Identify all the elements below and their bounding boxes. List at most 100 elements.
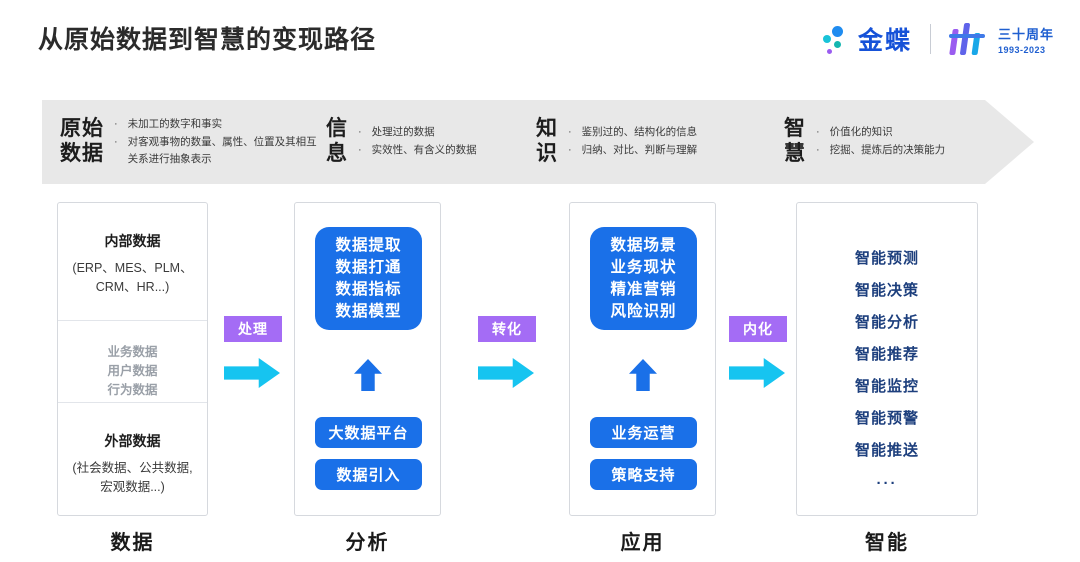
application-operations-pill[interactable]: 业务运营 — [590, 417, 697, 448]
banner-heading: 信 息 — [326, 117, 348, 167]
stage-card-analysis: 数据提取 数据打通 数据指标 数据模型 大数据平台 数据引入 — [294, 202, 441, 516]
stage-card-application: 数据场景 业务现状 精准营销 风险识别 业务运营 策略支持 — [569, 202, 716, 516]
banner-bullet-text: 鉴别过的、结构化的信息 — [581, 126, 698, 139]
banner-bullet: · 处理过的数据 — [358, 124, 477, 142]
stage-label-intelligence: 智能 — [865, 532, 909, 554]
analysis-capability-box[interactable]: 数据提取 数据打通 数据指标 数据模型 — [315, 227, 422, 330]
logo-divider — [929, 24, 931, 54]
up-arrow-icon — [354, 359, 382, 391]
anniversary-text: 三十周年 1993-2023 — [998, 24, 1054, 55]
stage-card-data: 内部数据 (ERP、MES、PLM、 CRM、HR...) 业务数据 用户数据 … — [57, 202, 208, 516]
analysis-ingestion-pill[interactable]: 数据引入 — [315, 459, 422, 490]
bullet-dot-icon: · — [358, 144, 362, 156]
banner-bullet: · 归纳、对比、判断与理解 — [568, 142, 697, 160]
banner-bullet: · 挖掘、提炼后的决策能力 — [816, 142, 945, 160]
banner-bullet-text: 对客观事物的数量、属性、位置及其相互关系进行抽象表示 — [127, 135, 317, 165]
internal-data-section: 内部数据 (ERP、MES、PLM、 CRM、HR...) — [58, 203, 207, 321]
banner-column-wisdom: 智 慧 · 价值化的知识 · 挖掘、提炼后的决策能力 — [778, 100, 1034, 184]
banner-column-raw-data: 原始 数据 · 未加工的数字和事实 · 对客观事物的数量、属性、位置及其相互关系… — [42, 100, 320, 184]
application-scenario-line: 业务现状 — [610, 258, 677, 276]
banner-bullet-text: 未加工的数字和事实 — [127, 118, 223, 131]
application-scenario-line: 精准营销 — [610, 280, 677, 298]
intelligence-item: 智能预测 — [854, 250, 919, 267]
banner-bullet-text: 挖掘、提炼后的决策能力 — [829, 144, 946, 156]
intelligence-item: 智能分析 — [854, 314, 919, 331]
banner-heading-line1: 知 — [536, 117, 558, 141]
right-arrow-icon — [478, 358, 534, 388]
banner-heading: 知 识 — [536, 117, 558, 167]
right-arrow-icon — [729, 358, 785, 388]
analysis-capability-line: 数据提取 — [335, 236, 402, 254]
data-type-item: 业务数据 — [107, 345, 158, 359]
external-data-title: 外部数据 — [104, 433, 161, 449]
stage-label-analysis: 分析 — [345, 532, 390, 554]
banner-bullets: · 处理过的数据 · 实效性、有含义的数据 — [358, 124, 477, 160]
data-types-section: 业务数据 用户数据 行为数据 — [58, 321, 207, 403]
connector-label: 转化 — [478, 316, 536, 342]
data-type-item: 行为数据 — [107, 382, 158, 397]
bullet-dot-icon: · — [816, 144, 820, 156]
intelligence-list: 智能预测 智能决策 智能分析 智能推荐 智能监控 智能预警 智能推送 ··· — [797, 251, 977, 492]
brand-name: 金蝶 — [857, 27, 912, 55]
up-arrow-icon — [629, 359, 657, 391]
banner-heading: 原始 数据 — [60, 117, 104, 167]
stage-label-application: 应用 — [620, 532, 665, 554]
stage-card-intelligence: 智能预测 智能决策 智能分析 智能推荐 智能监控 智能预警 智能推送 ··· — [796, 202, 978, 516]
connector-label: 处理 — [224, 316, 282, 342]
banner-bullet-text: 处理过的数据 — [371, 126, 435, 139]
connector-label: 内化 — [729, 316, 787, 342]
connector-transformation: 转化 — [478, 316, 536, 388]
analysis-capability-line: 数据指标 — [335, 280, 402, 298]
banner-column-information: 信 息 · 处理过的数据 · 实效性、有含义的数据 — [320, 100, 530, 184]
intelligence-item: 智能推送 — [854, 442, 919, 459]
banner-bullet: · 未加工的数字和事实 — [114, 116, 320, 134]
application-strategy-pill[interactable]: 策略支持 — [590, 459, 697, 490]
bullet-dot-icon: · — [114, 118, 118, 131]
banner-heading-line2: 识 — [536, 142, 558, 165]
intelligence-item: 智能推荐 — [854, 346, 919, 363]
right-arrow-icon — [224, 358, 280, 388]
anniversary-years: 1993-2023 — [997, 44, 1046, 55]
banner-bullet-text: 归纳、对比、判断与理解 — [581, 144, 698, 156]
banner-bullet: · 对客观事物的数量、属性、位置及其相互关系进行抽象表示 — [114, 134, 320, 168]
internal-data-subtitle-line1: (ERP、MES、PLM、 — [72, 261, 193, 275]
connector-internalization: 内化 — [729, 316, 787, 388]
banner-column-knowledge: 知 识 · 鉴别过的、结构化的信息 · 归纳、对比、判断与理解 — [530, 100, 778, 184]
banner-bullets: · 价值化的知识 · 挖掘、提炼后的决策能力 — [816, 124, 945, 160]
kingdee-dots-icon — [822, 24, 849, 54]
stages-row: 内部数据 (ERP、MES、PLM、 CRM、HR...) 业务数据 用户数据 … — [0, 202, 1080, 520]
banner-heading-line1: 智 — [784, 117, 806, 141]
anniversary-mark-icon — [948, 23, 985, 55]
analysis-capability-line: 数据打通 — [335, 258, 402, 276]
bullet-dot-icon: · — [568, 144, 572, 156]
brand-logo: 金蝶 三十周年 1993-2023 — [822, 18, 1054, 60]
bullet-dot-icon: · — [816, 126, 820, 139]
internal-data-title: 内部数据 — [104, 233, 161, 249]
external-data-subtitle-line2: 宏观数据...) — [100, 480, 165, 495]
dikw-banner: 原始 数据 · 未加工的数字和事实 · 对客观事物的数量、属性、位置及其相互关系… — [42, 100, 1034, 184]
banner-heading-line2: 慧 — [784, 142, 806, 165]
banner-arrow-shape — [42, 100, 1034, 184]
banner-bullet-text: 实效性、有含义的数据 — [371, 144, 477, 156]
external-data-section: 外部数据 (社会数据、公共数据, 宏观数据...) — [58, 403, 207, 516]
intelligence-item: 智能监控 — [854, 378, 919, 395]
intelligence-item: 智能预警 — [854, 410, 919, 427]
bullet-dot-icon: · — [114, 135, 118, 148]
connector-processing: 处理 — [224, 316, 282, 388]
internal-data-subtitle-line2: CRM、HR...) — [95, 280, 170, 295]
banner-heading-line1: 信 — [326, 117, 348, 141]
application-scenario-line: 风险识别 — [610, 302, 677, 320]
application-scenario-line: 数据场景 — [610, 236, 677, 254]
application-scenario-box[interactable]: 数据场景 业务现状 精准营销 风险识别 — [590, 227, 697, 330]
intelligence-item: 智能决策 — [854, 282, 919, 299]
stage-label-data: 数据 — [110, 532, 155, 554]
external-data-subtitle-line1: (社会数据、公共数据, — [72, 461, 193, 475]
banner-bullet: · 价值化的知识 — [816, 124, 945, 142]
banner-heading: 智 慧 — [784, 117, 806, 167]
banner-bullet: · 实效性、有含义的数据 — [358, 142, 477, 160]
bullet-dot-icon: · — [358, 126, 362, 139]
banner-bullet: · 鉴别过的、结构化的信息 — [568, 124, 697, 142]
banner-heading-line1: 原始 — [60, 117, 104, 141]
analysis-platform-pill[interactable]: 大数据平台 — [315, 417, 422, 448]
banner-bullets: · 未加工的数字和事实 · 对客观事物的数量、属性、位置及其相互关系进行抽象表示 — [114, 116, 320, 168]
